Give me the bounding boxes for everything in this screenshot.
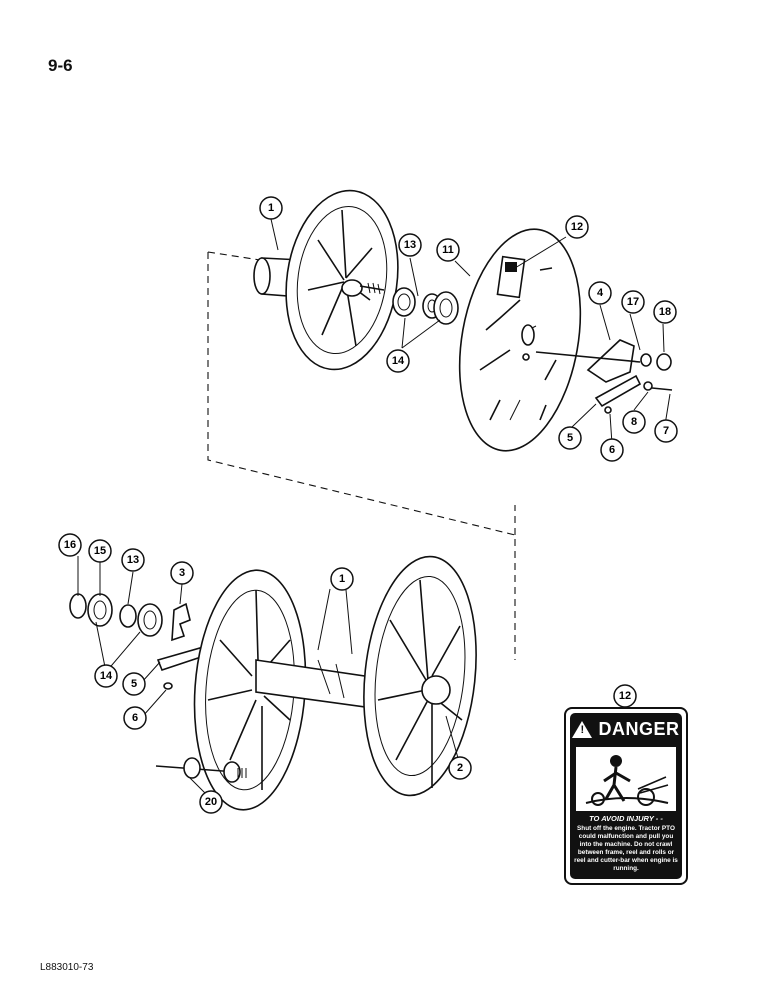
callout-13-bottom: 13 bbox=[121, 548, 145, 572]
callout-14-bottom: 14 bbox=[94, 664, 118, 688]
reel-disk-upper-right bbox=[458, 228, 582, 452]
callout-number: 4 bbox=[597, 287, 604, 299]
callout-14-top: 14 bbox=[386, 349, 410, 373]
stub-shaft bbox=[155, 757, 247, 783]
callout-12-top: 12 bbox=[565, 215, 589, 239]
callout-number: 7 bbox=[663, 425, 669, 437]
callout-number: 13 bbox=[404, 239, 416, 251]
callout-18: 18 bbox=[653, 300, 677, 324]
callout-15: 15 bbox=[88, 539, 112, 563]
callout-4: 4 bbox=[588, 281, 612, 305]
reel-disk-upper-left bbox=[285, 189, 399, 371]
decal-body: Shut off the engine. Tractor PTO could m… bbox=[574, 825, 678, 872]
entanglement-pictogram bbox=[576, 747, 676, 811]
mount-bracket bbox=[535, 339, 642, 408]
decal-title: TO AVOID INJURY - - bbox=[589, 814, 663, 823]
danger-decal: ! DANGER TO AVOID INJURY - - Shut off th… bbox=[564, 707, 688, 885]
bearing-stack-lower bbox=[69, 593, 163, 637]
callout-number: 11 bbox=[442, 244, 454, 256]
callout-7: 7 bbox=[654, 419, 678, 443]
callout-1-top: 1 bbox=[259, 196, 283, 220]
warning-triangle-icon: ! bbox=[572, 720, 593, 738]
callout-6-bottom: 6 bbox=[123, 706, 147, 730]
callout-3: 3 bbox=[170, 561, 194, 585]
callout-number: 5 bbox=[567, 432, 573, 444]
hardware-upper bbox=[604, 353, 673, 414]
callout-8: 8 bbox=[622, 410, 646, 434]
callout-5-bottom: 5 bbox=[122, 672, 146, 696]
page-number: 9-6 bbox=[48, 56, 73, 75]
callout-number: 13 bbox=[127, 554, 139, 566]
callout-number: 1 bbox=[339, 573, 345, 585]
callout-number: 14 bbox=[100, 670, 113, 682]
decal-signal-word: DANGER bbox=[598, 718, 680, 739]
callout-number: 5 bbox=[131, 678, 137, 690]
callout-6-top: 6 bbox=[600, 438, 624, 462]
callout-2: 2 bbox=[448, 756, 472, 780]
callout-number: 1 bbox=[268, 202, 274, 214]
callout-number: 15 bbox=[94, 545, 106, 557]
callout-12-decal: 12 bbox=[613, 684, 637, 708]
bearing-flange-upper bbox=[392, 287, 459, 325]
callout-number: 12 bbox=[571, 221, 583, 233]
decal-text-block: TO AVOID INJURY - - Shut off the engine.… bbox=[574, 815, 678, 873]
callout-13-top: 13 bbox=[398, 233, 422, 257]
callout-16: 16 bbox=[58, 533, 82, 557]
callout-number: 6 bbox=[132, 712, 138, 724]
callout-number: 12 bbox=[619, 690, 631, 702]
clip-lower bbox=[156, 602, 206, 690]
callout-number: 2 bbox=[457, 762, 463, 774]
callout-number: 6 bbox=[609, 444, 615, 456]
callout-number: 20 bbox=[205, 796, 217, 808]
leader-lines bbox=[77, 218, 671, 800]
document-code: L883010-73 bbox=[40, 962, 94, 973]
callout-number: 8 bbox=[631, 416, 637, 428]
callout-1-bottom: 1 bbox=[330, 567, 354, 591]
callout-number: 18 bbox=[659, 306, 671, 318]
decal-header: ! DANGER bbox=[572, 715, 680, 743]
callout-5-top: 5 bbox=[558, 426, 582, 450]
callout-11-top: 11 bbox=[436, 238, 460, 262]
callout-number: 14 bbox=[392, 355, 405, 367]
reel-disk-lower-right bbox=[363, 555, 477, 797]
callout-17: 17 bbox=[621, 290, 645, 314]
callout-20: 20 bbox=[199, 790, 223, 814]
callout-number: 16 bbox=[64, 539, 76, 551]
assembly-outline bbox=[207, 251, 516, 660]
callout-number: 17 bbox=[627, 296, 639, 308]
callout-number: 3 bbox=[179, 567, 185, 579]
